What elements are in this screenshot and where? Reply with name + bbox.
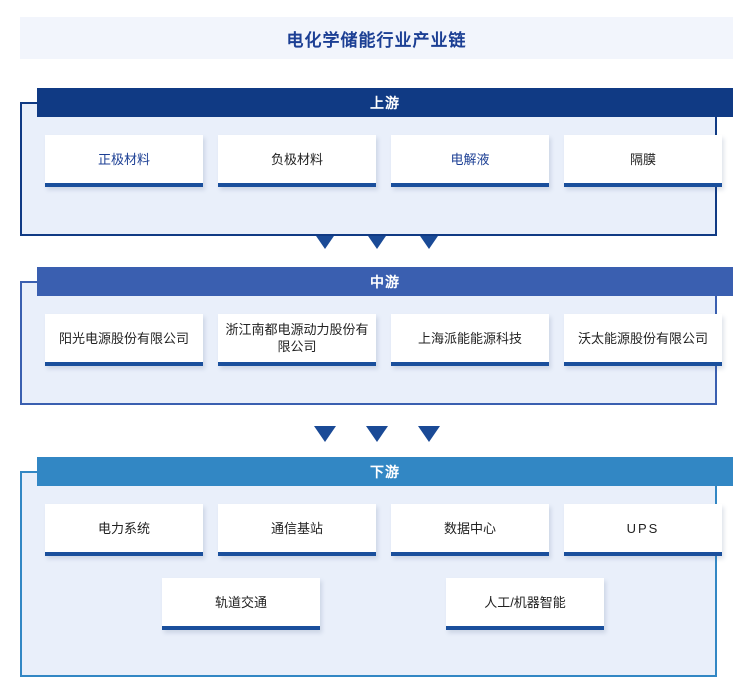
node-label: 沃太能源股份有限公司 [577,330,708,346]
section-body-midstream: 阳光电源股份有限公司 浙江南都电源动力股份有限公司 上海派能能源科技 沃太能源股… [20,281,722,405]
node-label: UPS [626,520,660,536]
node-downstream-1[interactable]: 电力系统 [45,504,203,556]
node-upstream-2[interactable]: 负极材料 [218,135,376,187]
node-label: 轨道交通 [214,594,267,610]
node-upstream-4[interactable]: 隔膜 [564,135,722,187]
page-title: 电化学储能行业产业链 [286,30,467,50]
node-downstream-4[interactable]: UPS [564,504,722,556]
section-header-downstream: 下游 [37,457,733,486]
title-banner: 电化学储能行业产业链 [20,17,733,59]
node-midstream-1[interactable]: 阳光电源股份有限公司 [45,314,203,366]
section-header-label-downstream: 下游 [370,463,400,480]
section-header-label-midstream: 中游 [370,273,400,290]
node-label: 数据中心 [443,520,496,536]
connector-upstream-to-midstream [0,230,753,252]
node-row-downstream-2: 轨道交通 人工/机器智能 [22,578,719,634]
node-label: 人工/机器智能 [484,594,566,610]
arrow-down-icon [417,233,440,249]
section-header-midstream: 中游 [37,267,733,296]
node-label: 阳光电源股份有限公司 [58,330,189,346]
node-label: 隔膜 [629,151,656,167]
section-body-downstream: 电力系统 通信基站 数据中心 UPS 轨道交通 人工/机器智能 [20,471,722,677]
node-label: 电解液 [450,151,490,167]
node-downstream-3[interactable]: 数据中心 [391,504,549,556]
section-header-label-upstream: 上游 [370,94,400,111]
node-label: 正极材料 [97,151,150,167]
node-row-downstream-1: 电力系统 通信基站 数据中心 UPS [22,504,722,560]
arrow-down-icon [313,233,336,249]
node-row-midstream-1: 阳光电源股份有限公司 浙江南都电源动力股份有限公司 上海派能能源科技 沃太能源股… [22,314,722,370]
node-upstream-1[interactable]: 正极材料 [45,135,203,187]
node-label: 浙江南都电源动力股份有限公司 [225,322,369,354]
section-body-upstream: 正极材料 负极材料 电解液 隔膜 [20,102,722,236]
arrow-down-icon [313,426,336,442]
node-label: 负极材料 [270,151,323,167]
arrow-down-icon [365,233,388,249]
node-label: 电力系统 [97,520,150,536]
arrow-down-icon [417,426,440,442]
node-midstream-4[interactable]: 沃太能源股份有限公司 [564,314,722,366]
section-header-upstream: 上游 [37,88,733,117]
node-midstream-2[interactable]: 浙江南都电源动力股份有限公司 [218,314,376,366]
node-label: 通信基站 [270,520,323,536]
node-downstream-6[interactable]: 人工/机器智能 [446,578,604,630]
node-upstream-3[interactable]: 电解液 [391,135,549,187]
node-row-upstream-1: 正极材料 负极材料 电解液 隔膜 [22,135,722,191]
connector-midstream-to-downstream [0,423,753,445]
node-label: 上海派能能源科技 [417,330,522,346]
node-downstream-5[interactable]: 轨道交通 [162,578,320,630]
node-downstream-2[interactable]: 通信基站 [218,504,376,556]
arrow-down-icon [365,426,388,442]
node-midstream-3[interactable]: 上海派能能源科技 [391,314,549,366]
